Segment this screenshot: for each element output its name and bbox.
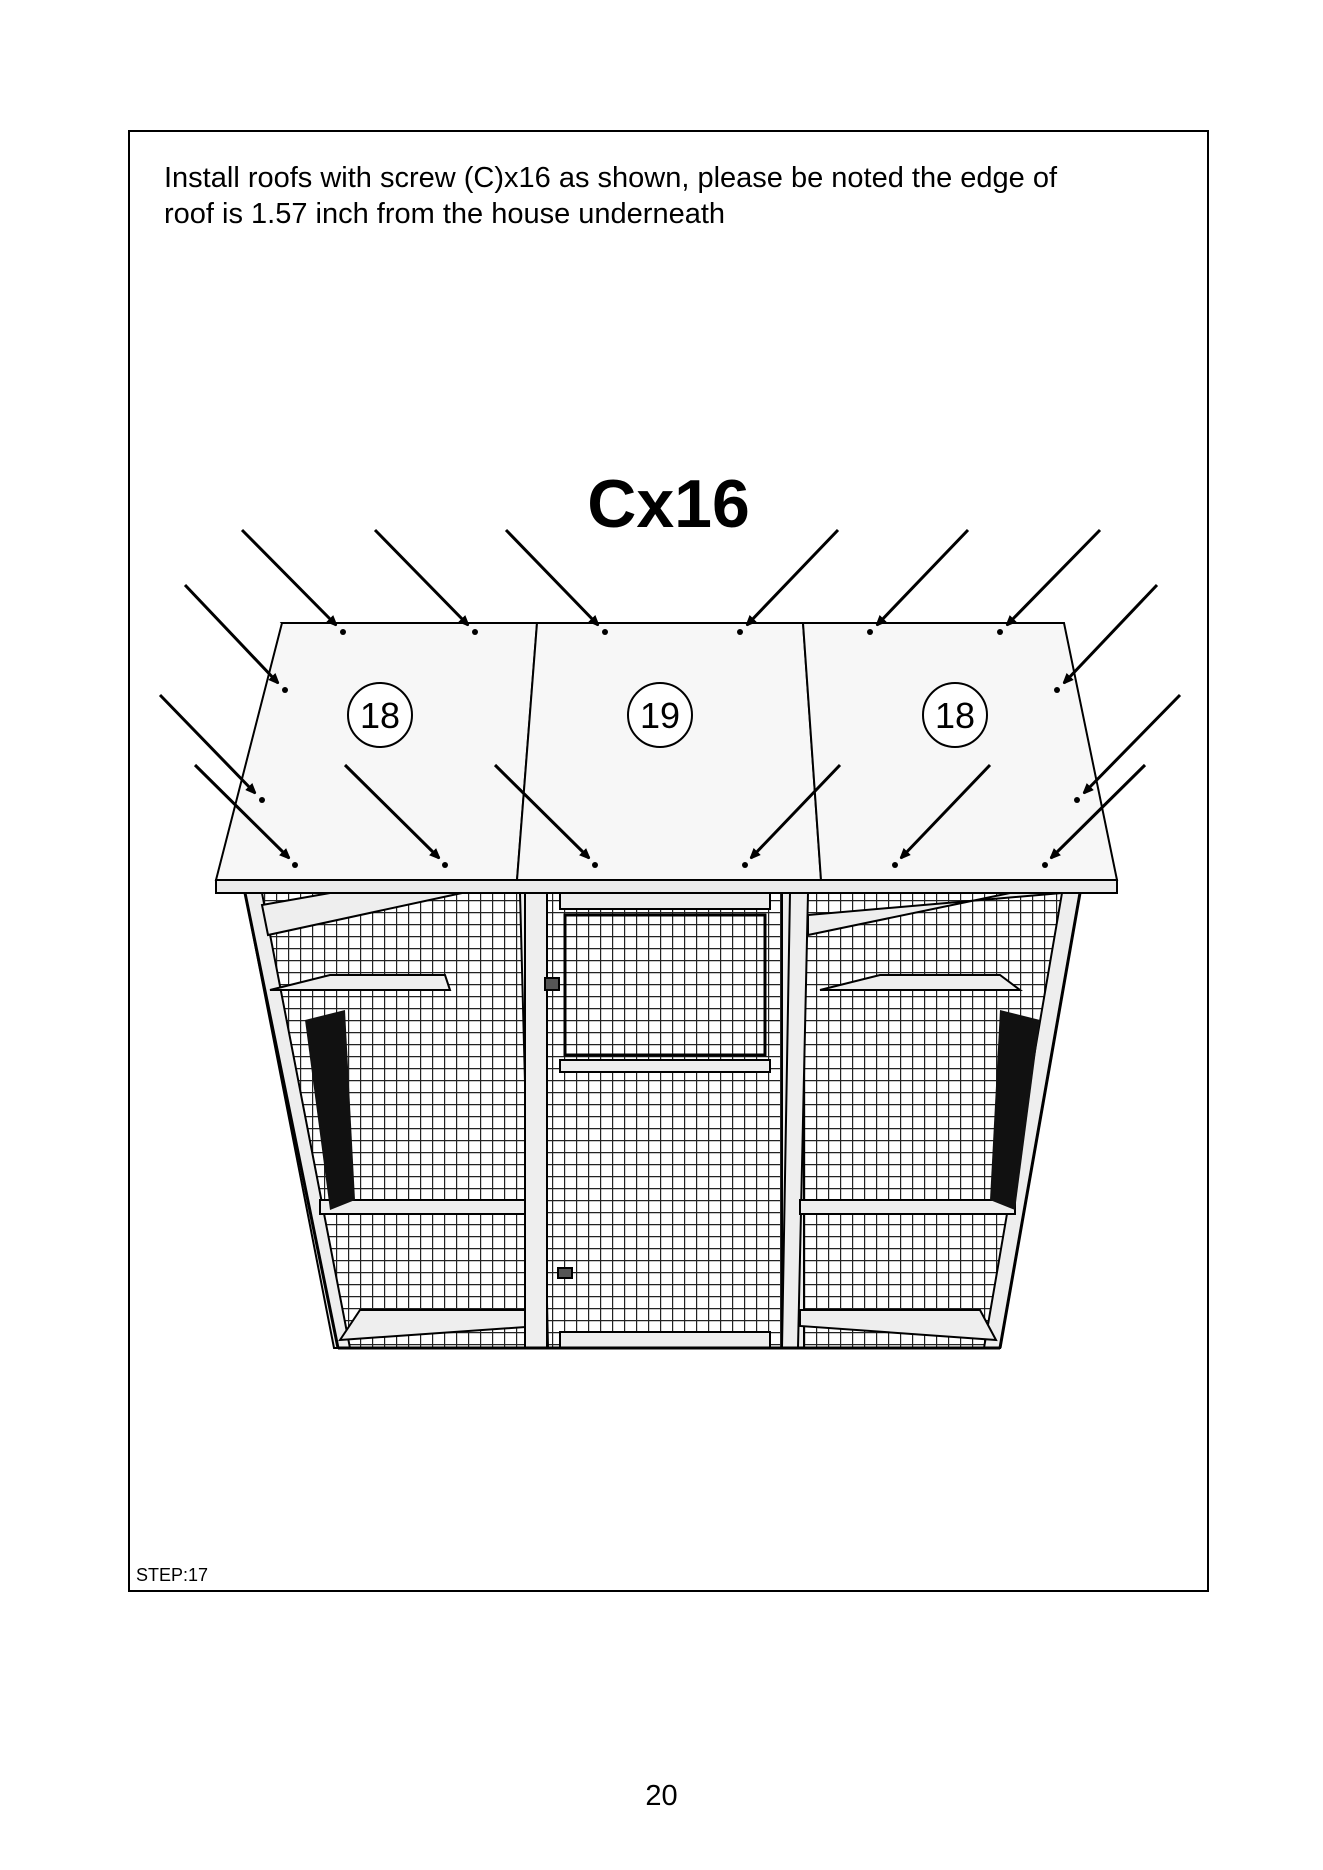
part-callout-left: 18 [348, 683, 412, 747]
roof-panel-right [803, 623, 1117, 880]
part-label-center: 19 [640, 695, 680, 736]
part-callout-right: 18 [923, 683, 987, 747]
cage-body [245, 893, 1080, 1348]
part-label-left: 18 [360, 695, 400, 736]
part-label-right: 18 [935, 695, 975, 736]
roof-panel-center [517, 623, 821, 880]
part-callout-center: 19 [628, 683, 692, 747]
roof-panels [216, 623, 1117, 893]
page-number: 20 [0, 1780, 1323, 1813]
